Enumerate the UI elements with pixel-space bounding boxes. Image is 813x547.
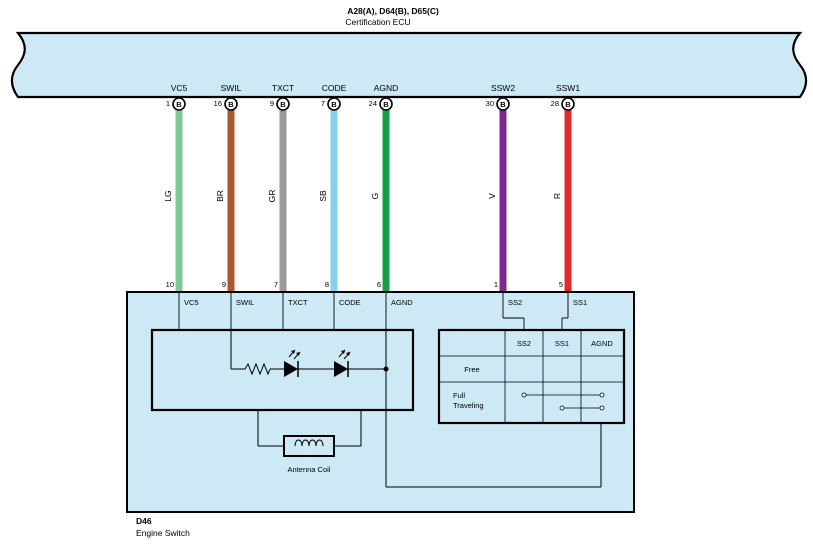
wire-color-code: LG xyxy=(163,190,173,201)
wire-r xyxy=(564,108,572,292)
resistor-symbol xyxy=(244,362,271,376)
ecu-title: A28(A), D64(B), D65(C) xyxy=(347,6,439,16)
switch-terminals: VC5 SWIL TXCT CODE AGND SS2 SS1 xyxy=(178,292,587,330)
switch-pin-number: 5 xyxy=(559,280,563,289)
continuity-dot xyxy=(599,392,605,398)
wire-color-code: G xyxy=(370,193,380,200)
wire-color-code: R xyxy=(552,193,562,199)
switch-terminal-label: SS2 xyxy=(508,298,522,307)
continuity-dot xyxy=(599,405,605,411)
wire-sb xyxy=(330,108,338,292)
ecu-pin-name: VC5 xyxy=(171,83,188,93)
connector-circle xyxy=(327,97,341,111)
table-header-ss2: SS2 xyxy=(517,339,531,348)
switch-pin-number: 6 xyxy=(377,280,381,289)
switch-code: D46 xyxy=(136,516,152,526)
connector-circle xyxy=(379,97,393,111)
ecu-body xyxy=(10,31,808,99)
led-icon xyxy=(284,349,301,377)
switch-terminal-label: AGND xyxy=(391,298,413,307)
indicator-circuit-box xyxy=(150,328,415,412)
connector-letter: B xyxy=(331,100,337,109)
connector-letter: B xyxy=(500,100,506,109)
table-header-ss1: SS1 xyxy=(555,339,569,348)
switch-pin-number: 10 xyxy=(166,280,174,289)
wire-color-code: V xyxy=(487,193,497,199)
antenna-coil-label: Antenna Coil xyxy=(288,465,331,474)
agnd-junction-dot xyxy=(383,366,389,372)
switch-pin-number: 1 xyxy=(494,280,498,289)
wire-lg xyxy=(175,108,183,292)
ecu-pin-name: SSW2 xyxy=(491,83,515,93)
ecu-pin-name: AGND xyxy=(374,83,399,93)
switch-terminal-label: VC5 xyxy=(184,298,199,307)
connector-circle xyxy=(224,97,238,111)
switch-pin-number: 7 xyxy=(274,280,278,289)
switch-pin-number: 9 xyxy=(222,280,226,289)
ecu-pin-number: 16 xyxy=(214,99,222,108)
connector-circle xyxy=(172,97,186,111)
ecu-pin-name: TXCT xyxy=(272,83,294,93)
ecu-pin-name: CODE xyxy=(322,83,347,93)
coil-icon xyxy=(294,439,324,447)
wire-br xyxy=(227,108,235,292)
wire-gr xyxy=(279,108,287,292)
connector-letter: B xyxy=(280,100,286,109)
switch-terminal-label: SWIL xyxy=(236,298,254,307)
ecu-pin-name: SWIL xyxy=(221,83,242,93)
ecu-pin-name: SSW1 xyxy=(556,83,580,93)
ecu-pin-number: 24 xyxy=(369,99,377,108)
switch-name: Engine Switch xyxy=(136,528,190,538)
wire-color-code: BR xyxy=(215,190,225,202)
connector-letter: B xyxy=(228,100,234,109)
connector-letter: B xyxy=(176,100,182,109)
ecu-pin-number: 28 xyxy=(551,99,559,108)
continuity-dot xyxy=(559,405,565,411)
switch-terminal-label: CODE xyxy=(339,298,361,307)
ecu-pin-number: 9 xyxy=(270,99,274,108)
ecu-subtitle: Certification ECU xyxy=(345,17,410,27)
switch-terminal-label: SS1 xyxy=(573,298,587,307)
table-header-agnd: AGND xyxy=(591,339,613,348)
ecu-pin-number: 7 xyxy=(321,99,325,108)
continuity-dot xyxy=(521,392,527,398)
switch-terminal-label: TXCT xyxy=(288,298,308,307)
connector-letter: B xyxy=(383,100,389,109)
wire-color-code: SB xyxy=(318,190,328,202)
connector-letter: B xyxy=(565,100,571,109)
switch-pin-number: 8 xyxy=(325,280,329,289)
led-icon xyxy=(334,349,351,377)
wire-color-code: GR xyxy=(267,190,277,203)
connector-circle xyxy=(496,97,510,111)
connector-circle xyxy=(561,97,575,111)
connector-circle xyxy=(276,97,290,111)
wire-g xyxy=(382,108,390,292)
table-row-free: Free xyxy=(464,365,479,374)
ecu-pin-number: 30 xyxy=(486,99,494,108)
wire-v xyxy=(499,108,507,292)
indicator-circuit xyxy=(230,330,602,488)
ecu-pin-number: 1 xyxy=(166,99,170,108)
